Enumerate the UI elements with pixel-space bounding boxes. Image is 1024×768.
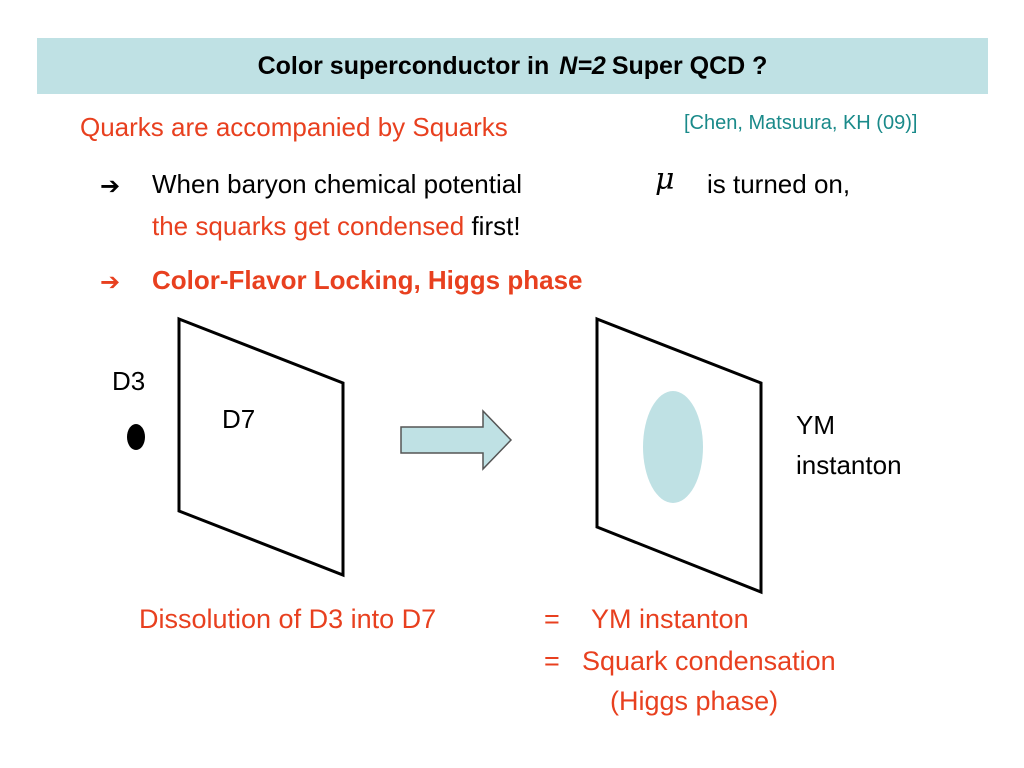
conclusion-eq2: = — [544, 646, 560, 676]
d7-brane-plane — [177, 316, 345, 578]
citation: [Chen, Matsuura, KH (09)] — [684, 112, 918, 134]
title-part2: Super QCD ? — [611, 51, 768, 80]
subtitle: Quarks are accompanied by Squarks — [80, 112, 508, 142]
conclusion-line1-left: Dissolution of D3 into D7 — [139, 604, 437, 634]
conclusion-line2-right: Squark condensation — [582, 646, 836, 676]
bullet1-line1-a: When baryon chemical potential — [152, 169, 522, 199]
bullet1-line1-b: is turned on, — [707, 169, 851, 199]
d3-label: D3 — [112, 366, 146, 396]
ym-label: YM — [796, 410, 835, 440]
transition-arrow-icon — [400, 409, 513, 471]
mu-symbol: μ — [655, 162, 675, 197]
conclusion-line3: (Higgs phase) — [610, 686, 779, 716]
title-part1: Color superconductor in — [257, 51, 550, 80]
bullet1-line2-black: first! — [471, 211, 521, 241]
bullet1-line2-red: the squarks get condensed — [152, 211, 465, 241]
bullet2-arrow-icon: ➔ — [100, 269, 121, 296]
conclusion-line1-right: YM instanton — [591, 604, 749, 634]
bullet2-text: Color-Flavor Locking, Higgs phase — [152, 265, 583, 295]
title-italic: N=2 — [559, 51, 606, 80]
conclusion-eq1: = — [544, 604, 560, 634]
bullet-arrow-icon: ➔ — [100, 173, 121, 200]
instanton-label: instanton — [796, 450, 902, 480]
bullet1-line2: the squarks get condensed first! — [152, 211, 521, 242]
d7-brane-plane-right — [595, 316, 763, 595]
d3-brane-dot — [127, 424, 145, 450]
d7-label: D7 — [222, 404, 256, 434]
slide-title: Color superconductor in N=2 Super QCD ? — [37, 38, 988, 94]
ym-instanton-blob — [643, 391, 703, 503]
